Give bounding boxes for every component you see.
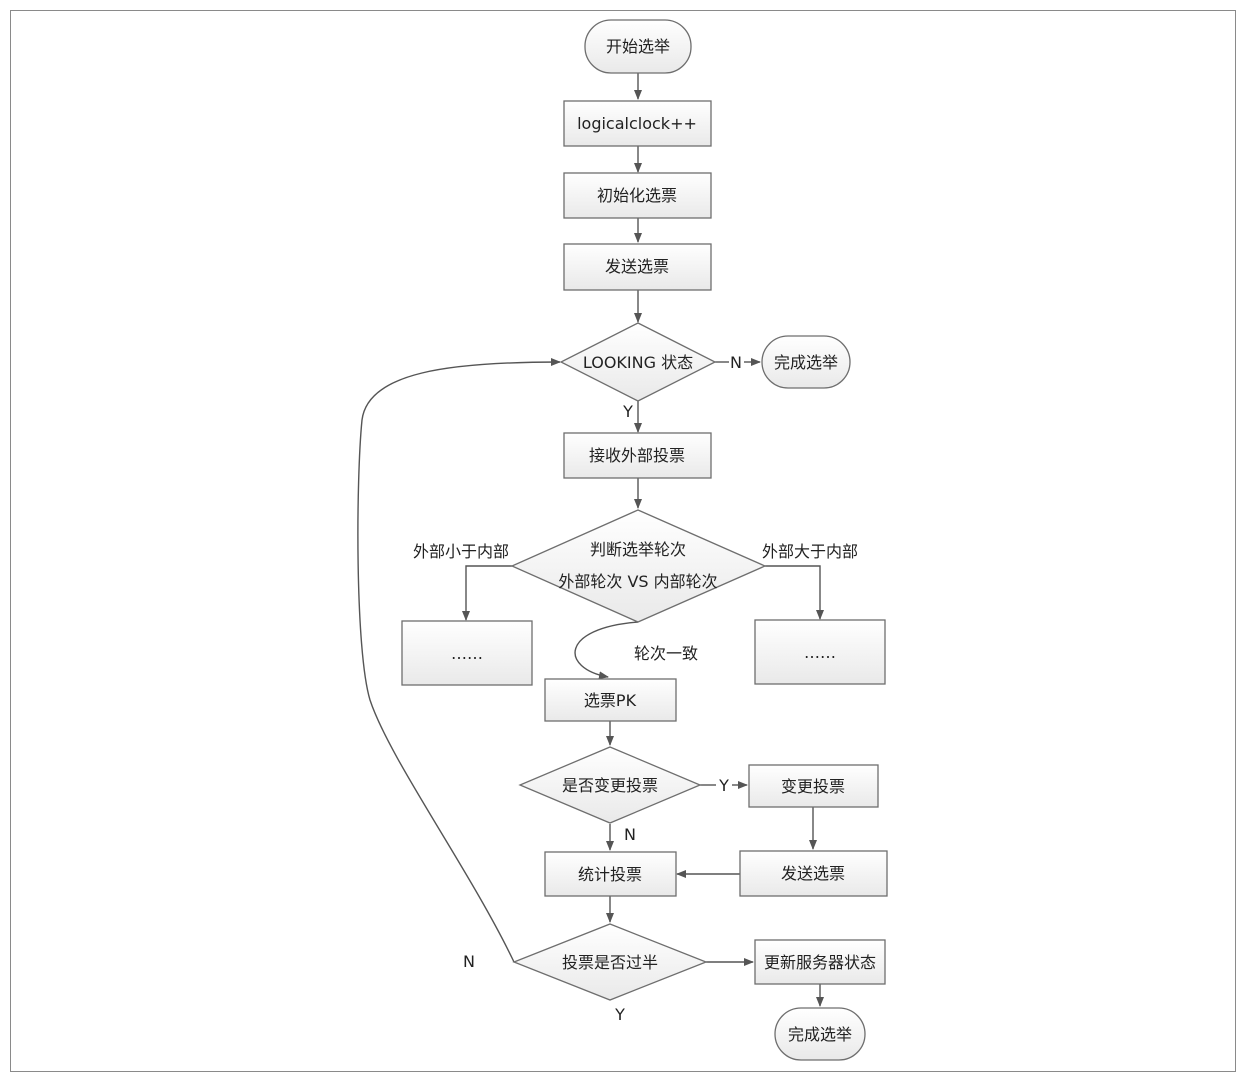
node-change-vote: 变更投票: [748, 764, 879, 808]
node-init-vote: 初始化选票: [563, 172, 712, 219]
node-judge-line1: 判断选举轮次: [590, 540, 686, 559]
node-half-question-label: 投票是否过半: [562, 953, 658, 972]
node-logicalclock-label: logicalclock++: [577, 114, 697, 133]
node-change-question: 是否变更投票: [518, 746, 702, 824]
node-left-ellipsis-label: ……: [451, 644, 483, 663]
node-count-label: 统计投票: [578, 865, 642, 884]
node-start: 开始选举: [584, 19, 692, 74]
node-right-ellipsis: ……: [754, 619, 886, 685]
node-send-vote-2: 发送选票: [739, 850, 888, 897]
label-external-less: 外部小于内部: [413, 542, 509, 561]
label-external-greater: 外部大于内部: [762, 542, 858, 561]
edge-judge-left: [462, 565, 512, 621]
label-looking-y: Y: [622, 402, 633, 421]
node-right-ellipsis-label: ……: [804, 643, 836, 662]
label-half-y: Y: [614, 1005, 625, 1024]
node-done-1: 完成选举: [761, 335, 851, 389]
node-init-vote-label: 初始化选票: [597, 186, 677, 205]
node-change-vote-label: 变更投票: [781, 777, 845, 796]
edge-labels: N Y 外部小于内部 外部大于内部 轮次一致 Y N N Y: [413, 353, 858, 1024]
node-judge-round: 判断选举轮次 外部轮次 VS 内部轮次: [510, 509, 767, 623]
node-update-status-label: 更新服务器状态: [764, 953, 876, 972]
node-left-ellipsis: ……: [401, 620, 533, 686]
node-receive: 接收外部投票: [563, 432, 712, 479]
label-round-equal: 轮次一致: [634, 644, 698, 663]
node-vote-pk: 选票PK: [544, 678, 677, 722]
node-judge-line2: 外部轮次 VS 内部轮次: [558, 572, 717, 591]
node-receive-label: 接收外部投票: [589, 446, 685, 465]
label-change-n: N: [624, 825, 636, 844]
node-vote-pk-label: 选票PK: [584, 691, 637, 710]
edge-half-loop-back: [357, 358, 561, 963]
node-done-2: 完成选举: [774, 1007, 866, 1061]
edge-judge-right: [765, 565, 824, 620]
node-change-question-label: 是否变更投票: [562, 776, 658, 795]
node-send-vote-2-label: 发送选票: [781, 864, 845, 883]
node-send-vote-1: 发送选票: [563, 243, 712, 291]
node-looking: LOOKING 状态: [559, 322, 717, 402]
label-half-n: N: [463, 952, 475, 971]
label-change-y: Y: [718, 776, 729, 795]
node-done-2-label: 完成选举: [788, 1025, 852, 1044]
node-half-question: 投票是否过半: [512, 923, 708, 1001]
node-logicalclock: logicalclock++: [563, 100, 712, 147]
label-looking-n: N: [730, 353, 742, 372]
node-done-1-label: 完成选举: [774, 353, 838, 372]
node-looking-label: LOOKING 状态: [583, 353, 693, 372]
edge-judge-pk: [574, 621, 639, 680]
node-update-status: 更新服务器状态: [754, 939, 886, 985]
connectors: [357, 73, 824, 1007]
node-send-vote-1-label: 发送选票: [605, 257, 669, 276]
node-start-label: 开始选举: [606, 37, 670, 56]
node-count: 统计投票: [544, 851, 677, 897]
